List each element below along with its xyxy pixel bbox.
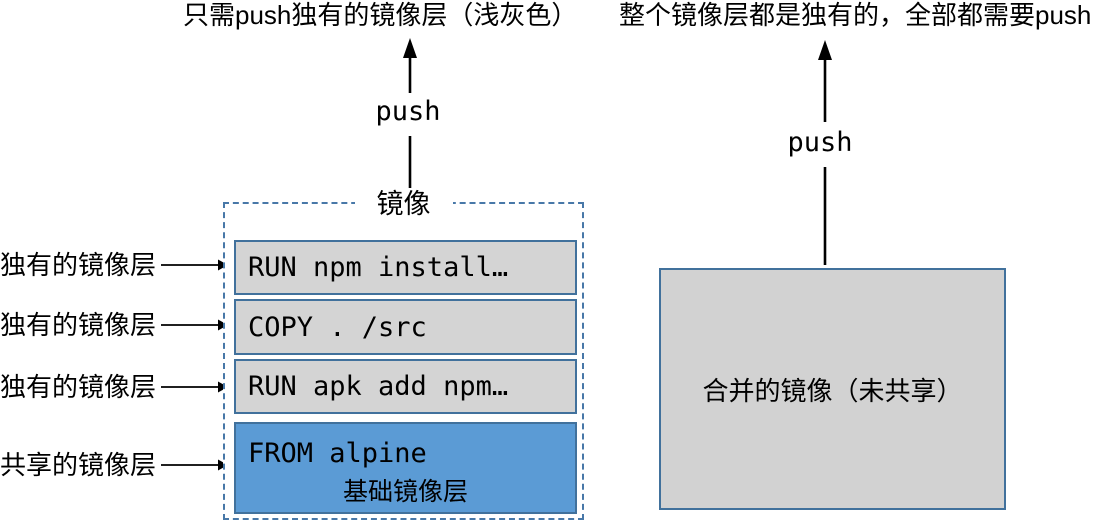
caption-push-all-layers: 整个镜像层都是独有的，全部都需要push (619, 0, 1092, 30)
side-label-unique-1: 独有的镜像层 (0, 250, 157, 280)
merged-image-label: 合并的镜像（未共享） (702, 375, 963, 406)
side-label-unique-3: 独有的镜像层 (0, 372, 157, 402)
caption-push-unique-layers: 只需push独有的镜像层（浅灰色） (183, 0, 578, 30)
side-label-unique-2: 独有的镜像层 (0, 310, 157, 340)
side-label-arrow-4 (161, 459, 228, 471)
image-box-title: 镜像 (354, 188, 453, 220)
layer-copy-src: COPY . /src (234, 299, 577, 355)
layer-run-npm-install: RUN npm install… (234, 240, 577, 295)
layer-run-apk-add: RUN apk add npm… (234, 359, 577, 414)
push-label-left: push (375, 96, 441, 127)
side-label-shared: 共享的镜像层 (0, 450, 157, 480)
arrow-up-icon (403, 38, 417, 58)
base-layer-label: 基础镜像层 (342, 478, 468, 506)
from-alpine-code: FROM alpine (248, 438, 427, 469)
push-label-right: push (787, 127, 853, 158)
side-label-arrow-3 (161, 381, 228, 393)
side-label-arrow-1 (161, 259, 228, 271)
merged-image-box: 合并的镜像（未共享） (659, 268, 1006, 510)
image-box: 镜像 RUN npm install… COPY . /src RUN apk … (223, 188, 584, 520)
layer-from-alpine: FROM alpine 基础镜像层 (234, 422, 577, 514)
arrow-up-icon (818, 40, 832, 60)
side-label-arrow-2 (161, 319, 228, 331)
